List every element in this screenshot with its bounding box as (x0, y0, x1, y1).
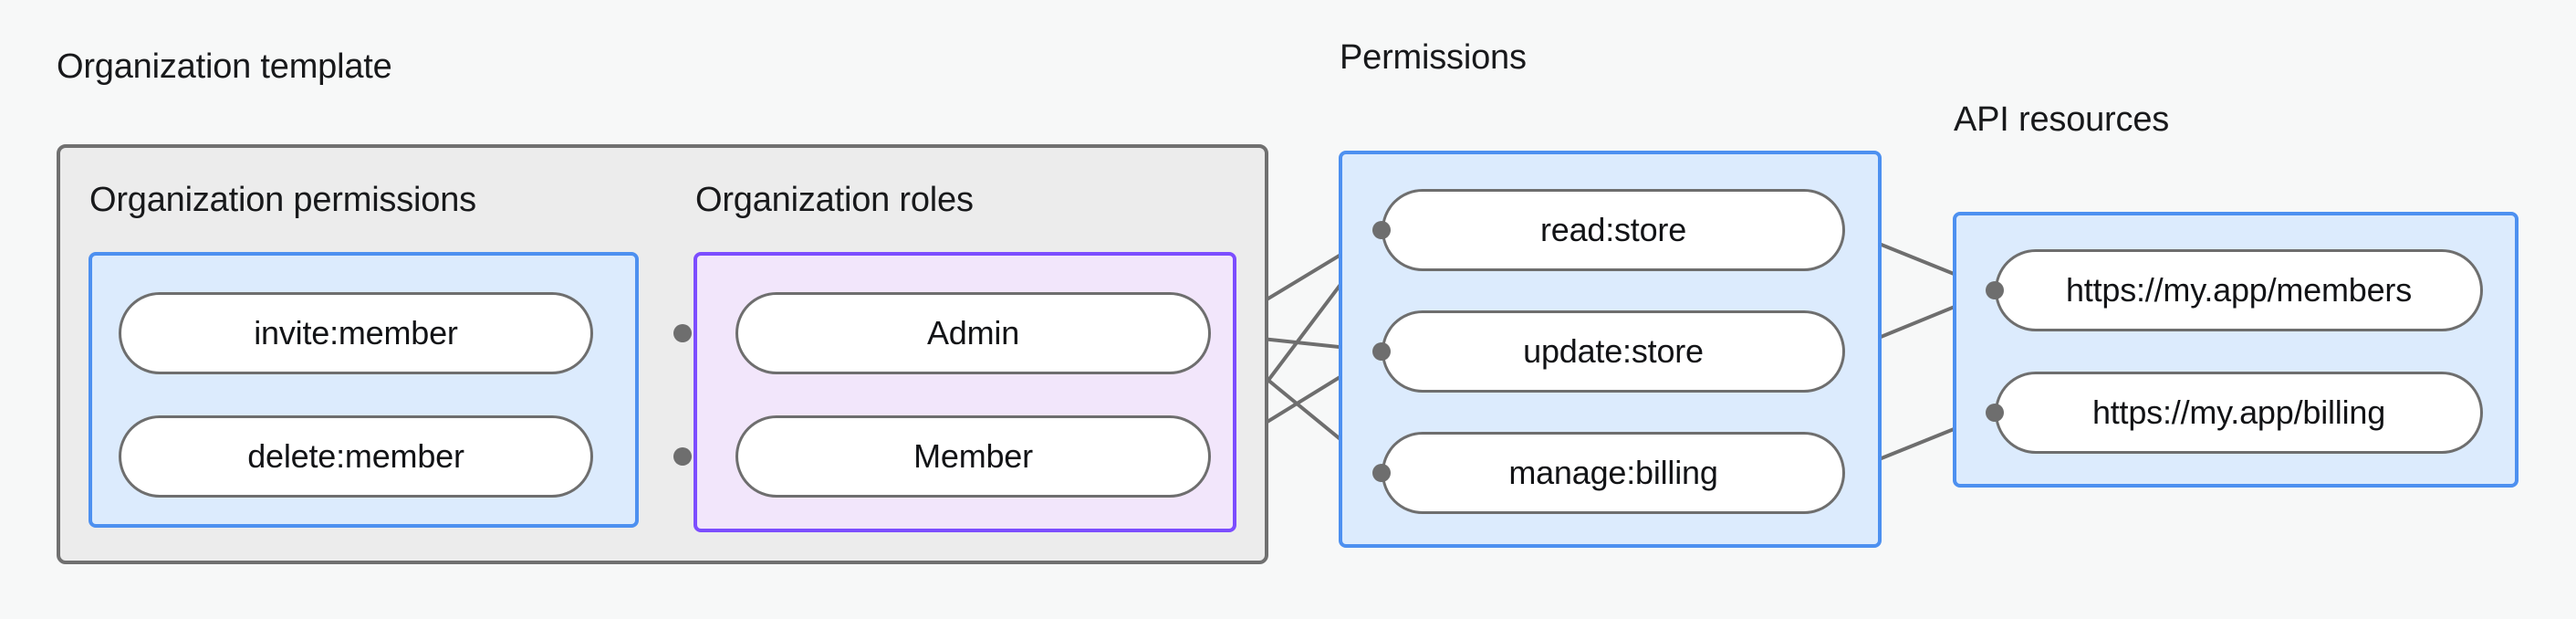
node-label-manage-billing: manage:billing (1508, 454, 1718, 491)
node-invite-member[interactable]: invite:member (119, 292, 593, 374)
connector-dot-manage-billing-in (1372, 464, 1391, 482)
group-label-organization-template: Organization template (57, 47, 392, 86)
node-label-admin: Admin (926, 314, 1020, 351)
connector-dot-invite-member-out (673, 324, 692, 342)
node-delete-member[interactable]: delete:member (119, 415, 593, 498)
connector-dot-delete-member-out (673, 447, 692, 466)
connector-dot-read-store-in (1372, 221, 1391, 239)
node-label-members-endpoint: https://my.app/members (2065, 271, 2413, 309)
node-update-store[interactable]: update:store (1382, 310, 1845, 393)
connector-dot-update-store-in (1372, 342, 1391, 361)
node-label-invite-member: invite:member (254, 314, 458, 351)
node-label-delete-member: delete:member (247, 437, 464, 475)
group-label-api-resources: API resources (1954, 100, 2170, 139)
group-label-organization-permissions: Organization permissions (89, 181, 476, 219)
node-label-member: Member (913, 437, 1033, 475)
node-label-read-store: read:store (1539, 211, 1687, 248)
node-label-billing-endpoint: https://my.app/billing (2091, 393, 2386, 431)
node-read-store[interactable]: read:store (1382, 189, 1845, 271)
node-label-update-store: update:store (1523, 332, 1704, 370)
node-manage-billing[interactable]: manage:billing (1382, 432, 1845, 514)
group-label-permissions: Permissions (1340, 38, 1527, 77)
node-admin[interactable]: Admin (735, 292, 1211, 374)
connector-dot-members-endpoint-in (1986, 281, 2004, 299)
group-label-organization-roles: Organization roles (695, 181, 974, 219)
node-member[interactable]: Member (735, 415, 1211, 498)
node-members-endpoint[interactable]: https://my.app/members (1995, 249, 2483, 331)
node-billing-endpoint[interactable]: https://my.app/billing (1995, 372, 2483, 454)
connector-dot-billing-endpoint-in (1986, 404, 2004, 422)
